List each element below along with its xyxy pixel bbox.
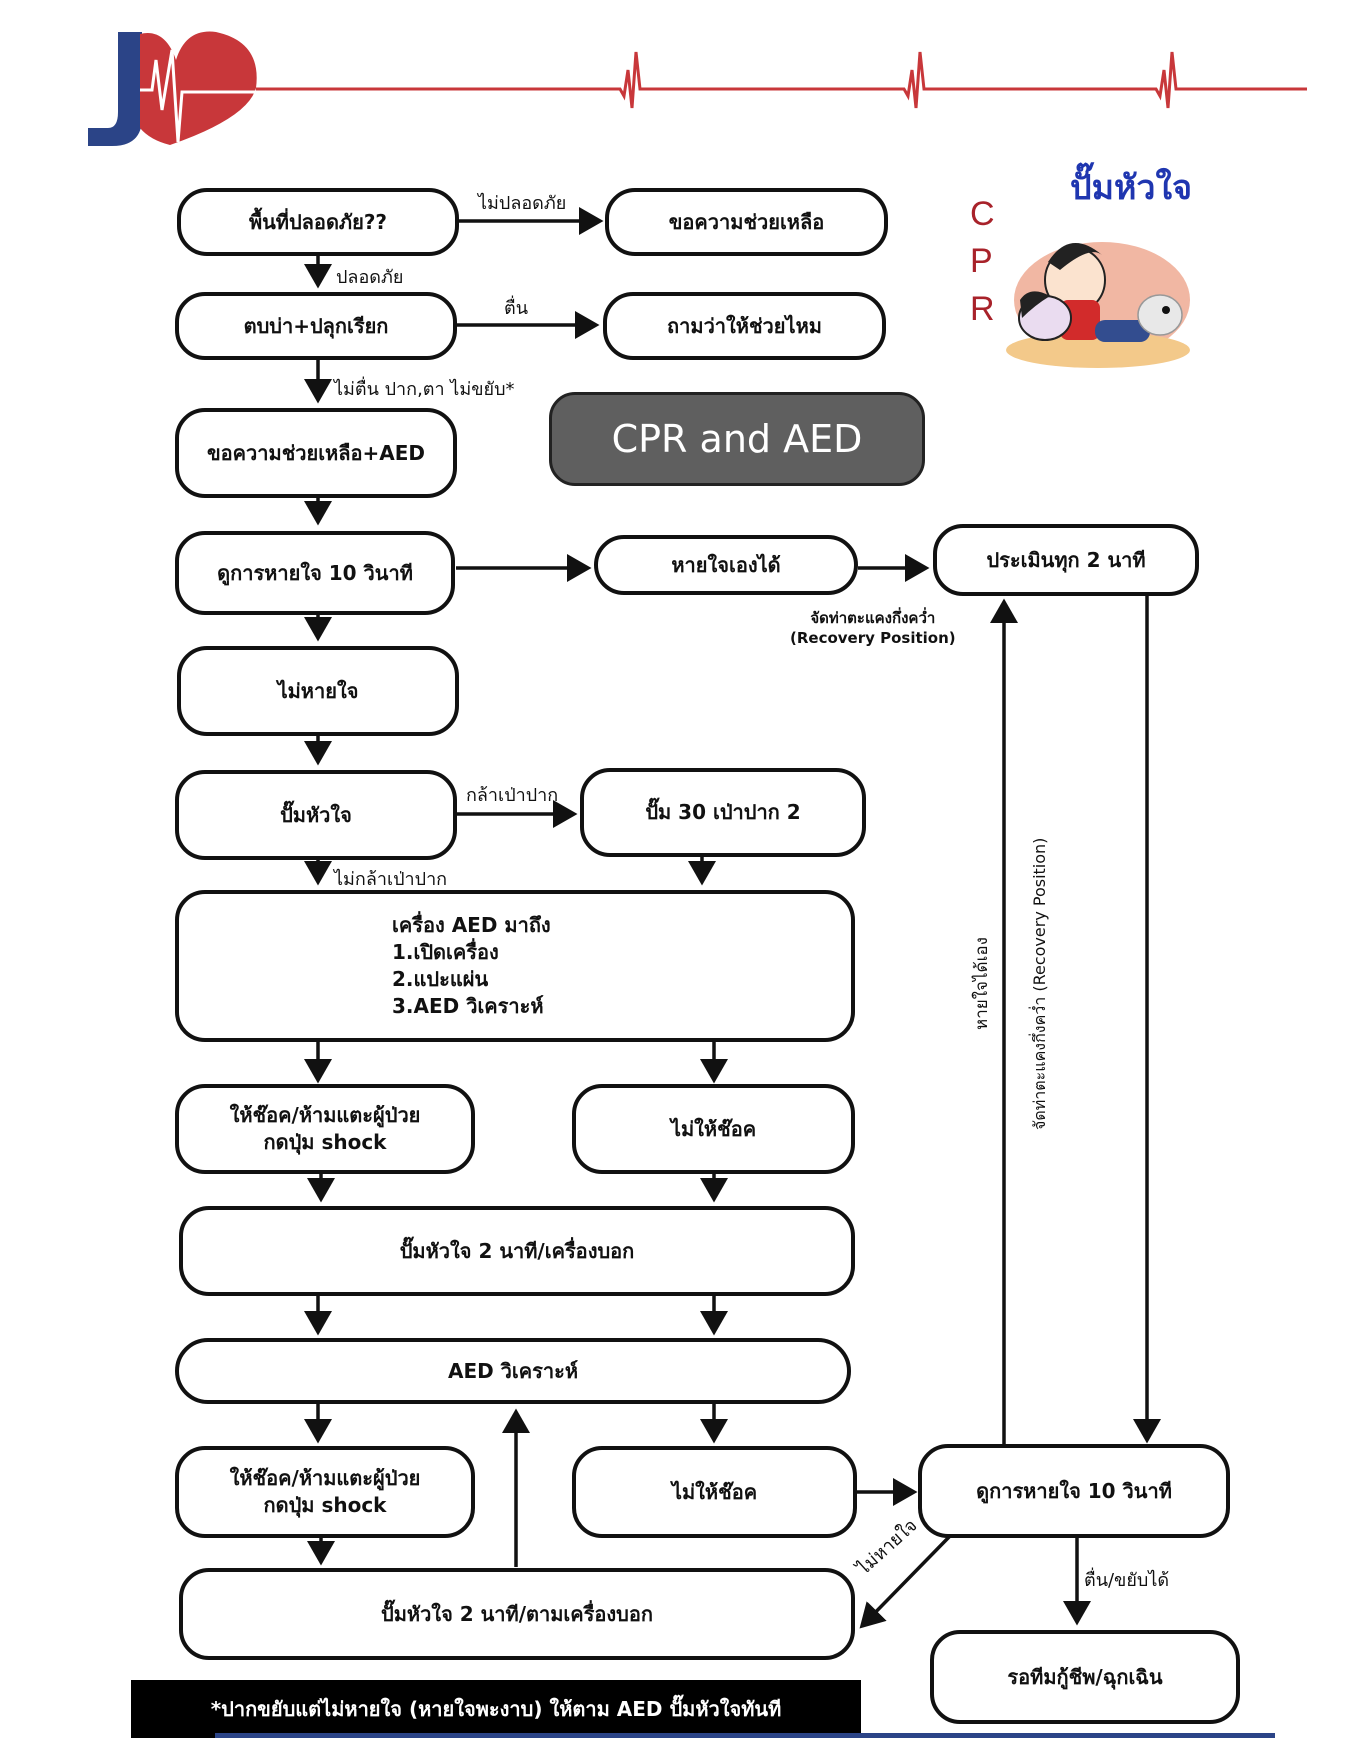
header-graphic [88, 31, 1307, 146]
node-shock-1: ให้ช๊อค/ห้ามแตะผู้ป่วย กดปุ่ม shock [175, 1084, 475, 1174]
label-recovery-en: (Recovery Position) [790, 629, 956, 648]
label-not-awake: ไม่ตื่น ปาก,ตา ไม่ขยับ* [334, 379, 515, 400]
footer-bar [215, 1733, 1275, 1738]
aed-arrives-line-4: 3.AED วิเคราะห์ [392, 994, 544, 1018]
shock-1-line-1: ให้ช๊อค/ห้ามแตะผู้ป่วย [229, 1103, 421, 1127]
node-no-shock-1: ไม่ให้ช๊อค [572, 1084, 855, 1174]
arrow-not-breathing-back [859, 1534, 952, 1629]
cpr-illustration-icon [1006, 242, 1190, 368]
node-not-breathing: ไม่หายใจ [177, 646, 459, 736]
logo [88, 31, 257, 146]
label-dare-blow: กล้าเป่าปาก [466, 785, 559, 806]
node-shock-2: ให้ช๊อค/ห้ามแตะผู้ป่วย กดปุ่ม shock [175, 1446, 475, 1538]
shock-1-line-2: กดปุ่ม shock [263, 1130, 387, 1154]
node-check-breath: ดูการหายใจ 10 วินาที [175, 531, 455, 615]
footer-note: *ปากขยับแต่ไม่หายใจ (หายใจพะงาบ) ให้ตาม … [131, 1680, 861, 1738]
shock-2-line-1: ให้ช๊อค/ห้ามแตะผู้ป่วย [229, 1466, 421, 1490]
logo-heartbeat [140, 49, 256, 143]
node-cpr-2min-machine: ปั๊มหัวใจ 2 นาที/เครื่องบอก [179, 1206, 855, 1296]
node-breathing-self: หายใจเองได้ [594, 535, 858, 595]
aed-arrives-line-1: เครื่อง AED มาถึง [392, 913, 551, 937]
illustration-caption: ปั๊มหัวใจ [1070, 168, 1193, 208]
logo-j [88, 32, 142, 146]
label-recovery-vertical: จัดท่าตะแคงกึ่งคว่ำ (Recovery Position) [1030, 837, 1049, 1130]
aed-arrives-line-3: 2.แปะแผ่น [392, 967, 489, 991]
shock-2-line-2: กดปุ่ม shock [263, 1493, 387, 1517]
node-safe-area: พื้นที่ปลอดภัย?? [177, 188, 459, 256]
label-breathing-self-vertical: หายใจได้เอง [972, 937, 992, 1030]
label-awake: ตื่น [504, 298, 528, 319]
ecg-line [256, 51, 1307, 109]
node-aed-analyze: AED วิเคราะห์ [175, 1338, 851, 1404]
cpr-letter-c: C [970, 195, 995, 233]
node-help-aed: ขอความช่วยเหลือ+AED [175, 408, 457, 498]
node-aed-arrives: เครื่อง AED มาถึง 1.เปิดเครื่อง 2.แปะแผ่… [175, 890, 855, 1042]
node-ask-need-help: ถามว่าให้ช่วยไหม [603, 292, 886, 360]
cpr-letter-p: P [970, 242, 993, 280]
node-wait-team: รอทีมกู้ชีพ/ฉุกเฉิน [930, 1630, 1240, 1724]
label-safe: ปลอดภัย [336, 267, 404, 288]
node-cpr-2min-follow: ปั๊มหัวใจ 2 นาที/ตามเครื่องบอก [179, 1568, 855, 1660]
node-tap-shout: ตบบ่า+ปลุกเรียก [175, 292, 457, 360]
node-no-shock-2: ไม่ให้ช๊อค [572, 1446, 857, 1538]
aed-arrives-line-2: 1.เปิดเครื่อง [392, 940, 499, 964]
node-pump-heart: ปั๊มหัวใจ [175, 770, 457, 860]
label-awake-moving: ตื่น/ขยับได้ [1084, 1570, 1170, 1591]
node-pump30-blow2: ปั๊ม 30 เป่าปาก 2 [580, 768, 866, 857]
node-assess-2min: ประเมินทุก 2 นาที [933, 524, 1199, 596]
node-ask-help: ขอความช่วยเหลือ [605, 188, 888, 256]
diagram-title: CPR and AED [549, 392, 925, 486]
label-not-safe: ไม่ปลอดภัย [478, 193, 567, 214]
label-recovery-th: จัดท่าตะแคงกึ่งคว่ำ [810, 609, 936, 627]
label-not-dare-blow: ไม่กล้าเป่าปาก [334, 869, 448, 890]
node-check-breath-2: ดูการหายใจ 10 วินาที [918, 1444, 1230, 1538]
cpr-letter-r: R [970, 290, 995, 328]
label-recovery-position: จัดท่าตะแคงกึ่งคว่ำ (Recovery Position) [790, 608, 956, 649]
